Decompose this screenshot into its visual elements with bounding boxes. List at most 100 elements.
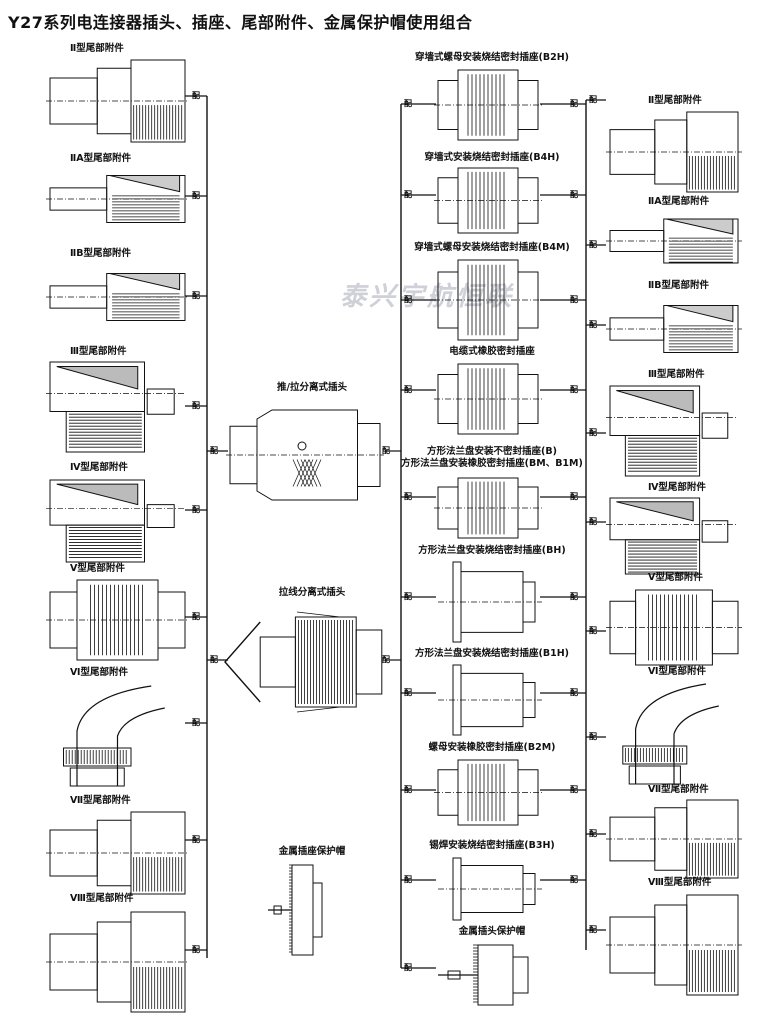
receptacle-left-junction-mark-7: 配 [404, 688, 412, 697]
receptacle-right-junction-mark-7: 配 [570, 688, 578, 697]
left-attachment-drawing-1 [46, 60, 189, 142]
center-plug-drawing-3 [268, 865, 322, 955]
receptacle-left-junction-mark-1: 配 [404, 99, 412, 108]
right-junction-mark-8: 配 [589, 829, 597, 838]
receptacle-left-junction-mark-3: 配 [404, 295, 412, 304]
right-attachment-drawing-2 [606, 219, 742, 263]
receptacle-drawing-5 [434, 478, 542, 538]
right-attachment-label-6: Ⅴ型尾部附件 [648, 572, 703, 583]
left-attachment-drawing-2 [46, 175, 189, 222]
right-attachment-drawing-8 [606, 800, 742, 878]
left-junction-mark-1: 配 [192, 91, 200, 100]
right-attachment-drawing-9 [606, 895, 742, 995]
receptacle-drawing-7 [438, 665, 542, 735]
receptacle-right-junction-mark-2: 配 [570, 190, 578, 199]
left-attachment-drawing-8 [46, 812, 189, 894]
receptacle-left-junction-mark-5: 配 [404, 492, 412, 501]
right-attachment-label-4: Ⅲ型尾部附件 [648, 369, 705, 380]
center-plug-label-3: 金属插座保护帽 [278, 846, 346, 857]
right-junction-mark-3: 配 [589, 320, 597, 329]
center-plug-drawing-1 [226, 410, 384, 500]
receptacle-label-9: 锡焊安装烧结密封插座(B3H) [429, 840, 555, 851]
receptacle-left-junction-mark-4: 配 [404, 385, 412, 394]
left-attachment-label-4: Ⅲ型尾部附件 [70, 346, 127, 357]
right-attachment-drawing-6 [606, 590, 742, 665]
receptacle-left-junction-mark-2: 配 [404, 190, 412, 199]
receptacle-right-junction-mark-9: 配 [570, 875, 578, 884]
left-attachment-label-1: Ⅱ型尾部附件 [70, 43, 124, 54]
right-attachment-label-9: Ⅷ型尾部附件 [648, 877, 712, 888]
receptacle-drawing-9 [438, 858, 542, 920]
left-junction-mark-7: 配 [192, 718, 200, 727]
receptacle-label-secondary-5: 方形法兰盘安装橡胶密封插座(BM、B1M) [401, 458, 583, 469]
receptacle-drawing-10 [438, 945, 528, 1005]
receptacle-drawing-3 [434, 260, 542, 340]
receptacle-left-junction-mark-6: 配 [404, 592, 412, 601]
diagram-title: Y27系列电连接器插头、插座、尾部附件、金属保护帽使用组合 [8, 13, 473, 32]
receptacle-label-3: 穿墙式螺母安装烧结密封插座(B4M) [414, 242, 570, 253]
left-attachment-drawing-9 [46, 912, 189, 1012]
center-plug-drawing-2 [225, 612, 382, 712]
right-attachment-drawing-3 [606, 305, 742, 352]
receptacle-left-junction-mark-9: 配 [404, 875, 412, 884]
left-attachment-label-8: Ⅶ型尾部附件 [70, 795, 131, 806]
receptacle-drawing-8 [434, 760, 542, 825]
receptacle-right-junction-mark-8: 配 [570, 785, 578, 794]
left-junction-mark-6: 配 [192, 612, 200, 621]
left-junction-mark-8: 配 [192, 835, 200, 844]
receptacle-left-junction-mark-8: 配 [404, 785, 412, 794]
right-junction-mark-1: 配 [589, 95, 597, 104]
left-attachment-label-5: Ⅳ型尾部附件 [70, 462, 128, 473]
receptacle-right-junction-mark-6: 配 [570, 592, 578, 601]
receptacle-label-4: 电缆式橡胶密封插座 [449, 346, 535, 357]
right-attachment-label-7: Ⅵ型尾部附件 [648, 666, 706, 677]
right-attachment-drawing-1 [606, 112, 742, 192]
left-junction-mark-2: 配 [192, 191, 200, 200]
right-junction-mark-2: 配 [589, 240, 597, 249]
receptacle-drawing-2 [434, 168, 542, 233]
receptacle-right-junction-mark-5: 配 [570, 492, 578, 501]
right-attachment-label-8: Ⅶ型尾部附件 [648, 784, 709, 795]
center-left-junction-mark-2: 配 [210, 655, 218, 664]
right-junction-mark-6: 配 [589, 626, 597, 635]
receptacle-label-6: 方形法兰盘安装烧结密封插座(BH) [418, 545, 566, 556]
left-attachment-drawing-3 [46, 273, 189, 320]
receptacle-label-2: 穿墙式安装烧结密封插座(B4H) [424, 152, 560, 163]
receptacle-right-junction-mark-1: 配 [570, 99, 578, 108]
left-attachment-label-2: ⅡA型尾部附件 [70, 153, 132, 164]
receptacle-left-junction-mark-10: 配 [404, 963, 412, 972]
right-attachment-label-2: ⅡA型尾部附件 [648, 196, 710, 207]
right-attachment-drawing-5 [606, 498, 738, 574]
right-attachment-label-3: ⅡB型尾部附件 [648, 280, 709, 291]
right-attachment-label-5: Ⅳ型尾部附件 [648, 482, 706, 493]
left-attachment-label-9: Ⅷ型尾部附件 [70, 893, 134, 904]
left-junction-mark-9: 配 [192, 945, 200, 954]
center-right-junction-mark-2: 配 [382, 655, 390, 664]
receptacle-label-7: 方形法兰盘安装烧结密封插座(B1H) [415, 648, 569, 659]
right-junction-mark-5: 配 [589, 517, 597, 526]
right-attachment-label-1: Ⅱ型尾部附件 [648, 95, 702, 106]
receptacle-label-10: 金属插头保护帽 [458, 926, 526, 937]
receptacle-drawing-6 [438, 562, 542, 642]
left-attachment-label-6: Ⅴ型尾部附件 [70, 563, 125, 574]
receptacle-label-1: 穿墙式螺母安装烧结密封插座(B2H) [415, 52, 569, 63]
receptacle-right-junction-mark-4: 配 [570, 385, 578, 394]
left-attachment-drawing-4 [46, 362, 185, 452]
right-attachment-drawing-4 [606, 386, 738, 476]
center-right-junction-mark-1: 配 [382, 446, 390, 455]
receptacle-drawing-1 [434, 70, 542, 140]
left-junction-mark-5: 配 [192, 505, 200, 514]
left-junction-mark-3: 配 [192, 291, 200, 300]
center-left-junction-mark-1: 配 [210, 446, 218, 455]
right-junction-mark-7: 配 [589, 732, 597, 741]
center-plug-label-1: 推/拉分离式插头 [277, 382, 347, 393]
right-junction-mark-9: 配 [589, 925, 597, 934]
right-junction-mark-4: 配 [589, 428, 597, 437]
receptacle-label-8: 螺母安装橡胶密封插座(B2M) [428, 742, 556, 753]
receptacle-label-5: 方形法兰盘安装不密封插座(B) [427, 446, 557, 457]
center-plug-label-2: 拉线分离式插头 [278, 587, 346, 598]
left-attachment-drawing-6 [46, 580, 189, 660]
left-attachment-label-7: Ⅵ型尾部附件 [70, 667, 128, 678]
watermark: 泰兴宇航恒联 [340, 282, 515, 312]
